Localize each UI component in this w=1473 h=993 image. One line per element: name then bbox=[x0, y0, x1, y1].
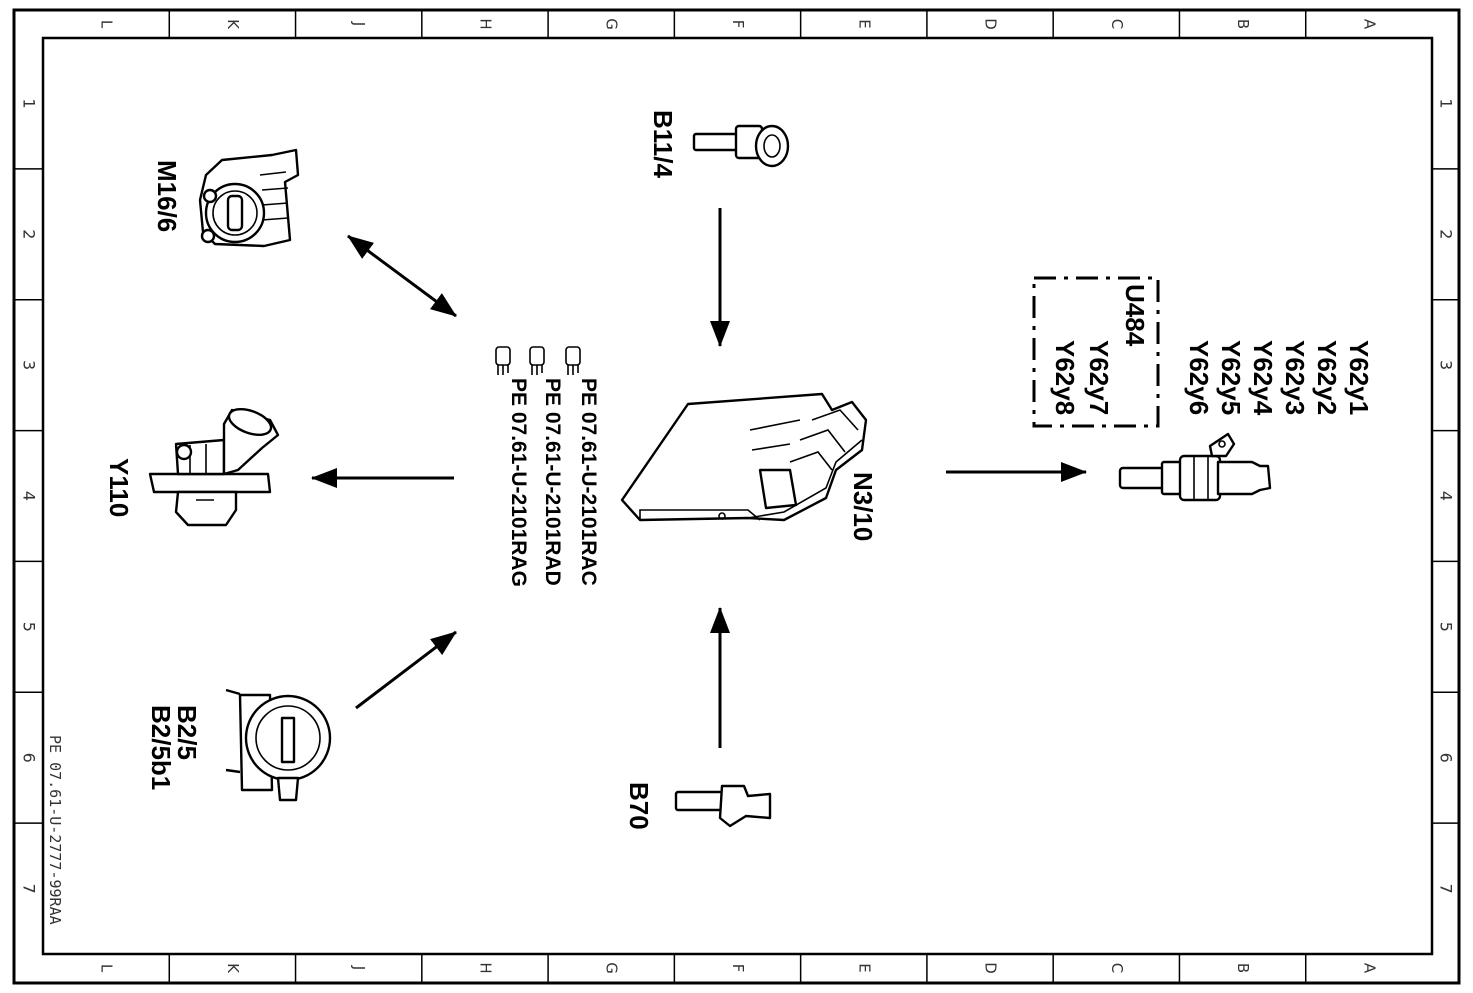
column-label: H bbox=[476, 18, 494, 29]
row-label: 7 bbox=[20, 883, 39, 893]
coolant-sensor-label: B11/4 bbox=[648, 110, 678, 178]
reference-item: PE 07.61-U-2101RAD bbox=[529, 346, 564, 586]
cam-sensor-label-1: B2/5 bbox=[172, 705, 202, 760]
thermostat-icon bbox=[148, 408, 280, 527]
injector-label: Y62y3 bbox=[1280, 340, 1310, 415]
row-label: 5 bbox=[1437, 622, 1456, 632]
crank-sensor-label: B70 bbox=[624, 782, 654, 830]
pointing-hand-icon bbox=[495, 346, 511, 375]
column-label: J bbox=[350, 21, 368, 26]
column-label: C bbox=[1108, 19, 1126, 29]
column-label: C bbox=[1108, 963, 1126, 973]
injector-group-box bbox=[1032, 276, 1160, 428]
pointing-hand-icon bbox=[529, 346, 545, 375]
column-label: K bbox=[224, 19, 242, 30]
injector-icon bbox=[1118, 432, 1272, 502]
column-grid-ticks bbox=[168, 10, 1307, 983]
arrow-throttle bbox=[347, 234, 457, 318]
row-grid-ticks bbox=[14, 168, 1459, 824]
injector-label: Y62y5 bbox=[1216, 340, 1246, 415]
reference-text: PE 07.61-U-2101RAG bbox=[507, 378, 530, 587]
reference-text: PE 07.61-U-2101RAD bbox=[541, 378, 564, 586]
control-unit-icon bbox=[620, 392, 868, 522]
camshaft-sensor-icon bbox=[225, 688, 332, 802]
row-label: 3 bbox=[1437, 360, 1456, 370]
row-label: 6 bbox=[1437, 753, 1456, 763]
row-label: 2 bbox=[20, 229, 39, 239]
column-grid-labels: L L K K J J H H G G F F E E D D C C B B A A bbox=[98, 18, 1379, 974]
signal-arrows bbox=[311, 208, 1087, 748]
column-label: A bbox=[1360, 963, 1378, 974]
column-label: D bbox=[982, 962, 1000, 974]
column-label: K bbox=[224, 963, 242, 974]
injector-group-name: U484 bbox=[1120, 284, 1150, 347]
document-id: PE 07.61-U-2777-99RAA bbox=[46, 735, 64, 925]
column-label: D bbox=[982, 18, 1000, 30]
row-label: 3 bbox=[20, 360, 39, 370]
reference-item: PE 07.61-U-2101RAC bbox=[565, 346, 600, 586]
column-label: E bbox=[855, 19, 873, 28]
row-label: 4 bbox=[20, 491, 39, 501]
column-label: J bbox=[350, 965, 368, 970]
column-label: A bbox=[1360, 19, 1378, 30]
throttle-label: M16/6 bbox=[152, 160, 182, 232]
injector-label: Y62y1 bbox=[1344, 340, 1374, 415]
column-label: F bbox=[729, 20, 747, 29]
injector-group-item-2: Y62y8 bbox=[1050, 340, 1080, 415]
row-label: 1 bbox=[20, 98, 39, 108]
throttle-body-icon bbox=[198, 148, 300, 248]
drawing-frame bbox=[12, 8, 1461, 985]
control-unit-label: N3/10 bbox=[848, 472, 878, 541]
row-label: 7 bbox=[1437, 883, 1456, 893]
coolant-sensor-icon bbox=[692, 124, 790, 168]
crank-sensor-icon bbox=[674, 784, 772, 828]
arrow-cam-sensor bbox=[355, 630, 457, 710]
reference-text: PE 07.61-U-2101RAC bbox=[577, 378, 600, 586]
column-label: E bbox=[855, 963, 873, 972]
row-label: 2 bbox=[1437, 229, 1456, 239]
row-label: 1 bbox=[1437, 98, 1456, 108]
column-label: H bbox=[476, 962, 494, 973]
column-label: G bbox=[603, 18, 621, 30]
column-label: F bbox=[729, 964, 747, 973]
column-label: B bbox=[1234, 19, 1252, 29]
row-label: 4 bbox=[1437, 491, 1456, 501]
row-grid-labels: 1 1 2 2 3 3 4 4 5 5 6 6 7 7 bbox=[20, 98, 1456, 893]
row-label: 6 bbox=[20, 753, 39, 763]
row-label: 5 bbox=[20, 622, 39, 632]
column-label: L bbox=[98, 964, 116, 973]
reference-list: PE 07.61-U-2101RAC PE 07.61-U-2101RAD PE 0… bbox=[495, 346, 600, 587]
cam-sensor-label-2: B2/5b1 bbox=[146, 705, 176, 790]
injector-group-item-1: Y62y7 bbox=[1084, 340, 1114, 415]
reference-item: PE 07.61-U-2101RAG bbox=[495, 346, 530, 587]
column-label: B bbox=[1234, 963, 1252, 973]
injector-label: Y62y6 bbox=[1184, 340, 1214, 415]
thermostat-label: Y110 bbox=[104, 458, 134, 517]
column-label: L bbox=[98, 20, 116, 29]
injector-label: Y62y4 bbox=[1248, 340, 1278, 416]
pointing-hand-icon bbox=[565, 346, 581, 375]
injector-label: Y62y2 bbox=[1312, 340, 1342, 415]
column-label: G bbox=[603, 962, 621, 974]
